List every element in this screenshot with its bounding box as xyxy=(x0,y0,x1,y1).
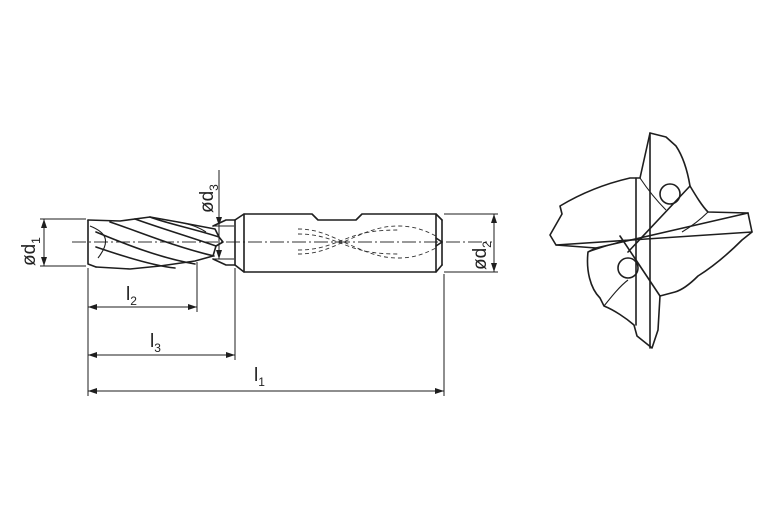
end-view xyxy=(549,132,753,349)
d1-label: ød1 xyxy=(19,237,43,266)
l2-label: l2 xyxy=(126,284,137,308)
dimension-l3: l3 xyxy=(88,331,235,358)
neck xyxy=(212,219,236,266)
dimension-d1: ød1 xyxy=(19,218,86,267)
side-view: ød1 ød3 ød2 l2 xyxy=(19,170,498,396)
l1-label: l1 xyxy=(254,365,265,389)
cutting-part xyxy=(87,216,220,270)
dimension-d3: ød3 xyxy=(197,170,234,260)
dimension-l1: l1 xyxy=(88,365,444,394)
shank xyxy=(234,213,443,273)
dimension-d2: ød2 xyxy=(444,213,498,273)
l3-label: l3 xyxy=(150,331,161,355)
coolant-hole-top xyxy=(659,183,681,205)
coolant-hole-bottom xyxy=(617,257,639,279)
d3-label: ød3 xyxy=(197,184,221,213)
dimension-l2: l2 xyxy=(88,284,197,310)
d2-label: ød2 xyxy=(470,241,494,270)
